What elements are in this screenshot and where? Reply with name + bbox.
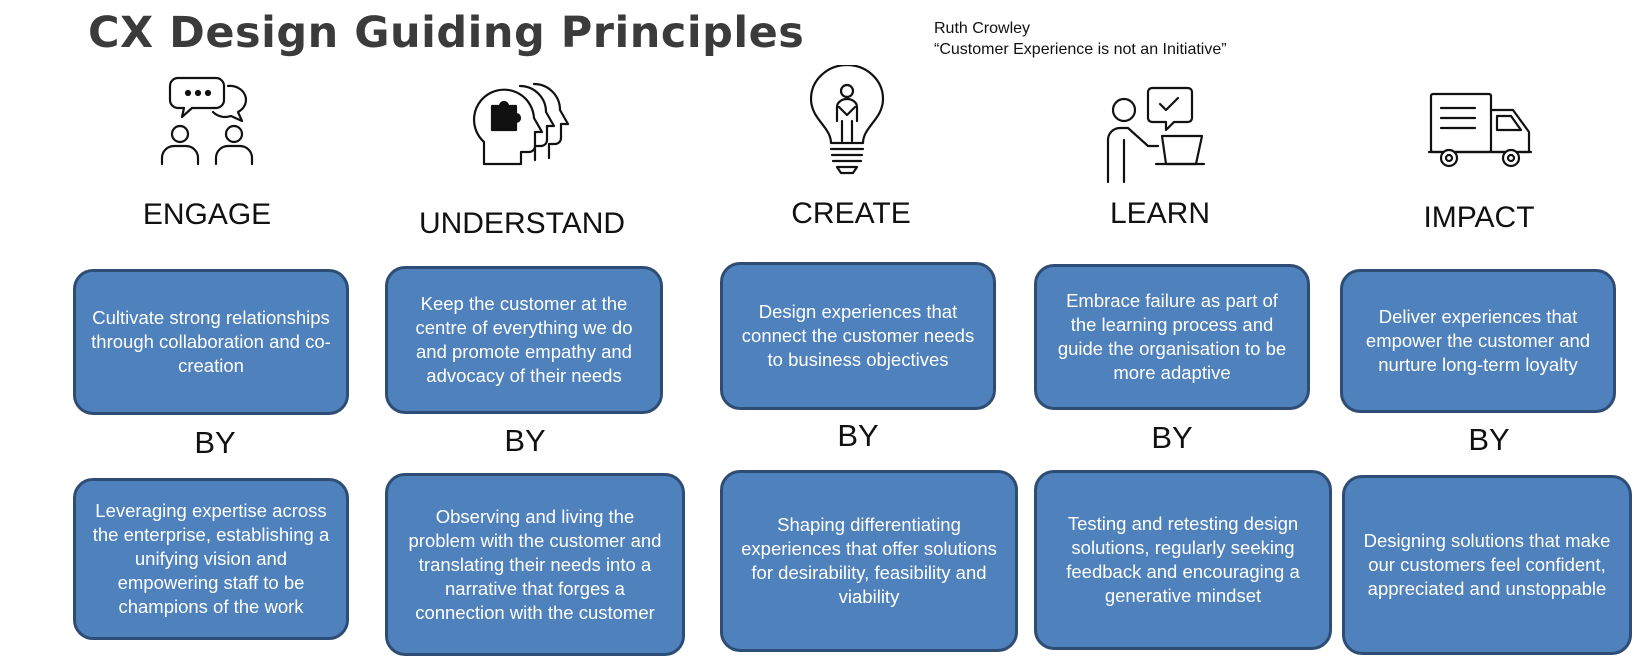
conversation-people-icon: [158, 70, 268, 170]
method-text-understand: Observing and living the problem with th…: [408, 505, 662, 623]
method-text-create: Shaping differentiating experiences that…: [741, 514, 997, 607]
by-label-impact: BY: [1468, 422, 1510, 457]
method-box-understand: Observing and living the problem with th…: [385, 473, 685, 656]
goal-text-learn: Embrace failure as part of the learning …: [1057, 290, 1287, 383]
goal-text-impact: Deliver experiences that empower the cus…: [1365, 306, 1591, 375]
goal-text-create: Design experiences that connect the cust…: [741, 301, 975, 370]
heads-puzzle-icon: [472, 72, 582, 172]
attribution-author: Ruth Crowley: [934, 20, 1031, 37]
goal-text-understand: Keep the customer at the centre of every…: [415, 293, 633, 386]
method-box-create: Shaping differentiating experiences that…: [720, 470, 1018, 652]
person-laptop-check-icon: [1100, 82, 1210, 187]
method-box-impact: Designing solutions that make our custom…: [1342, 475, 1632, 655]
method-text-learn: Testing and retesting design solutions, …: [1066, 513, 1300, 606]
goal-box-learn: Embrace failure as part of the learning …: [1034, 264, 1310, 410]
lightbulb-person-icon: [797, 65, 897, 177]
delivery-truck-icon: [1425, 88, 1535, 173]
goal-box-understand: Keep the customer at the centre of every…: [385, 266, 663, 414]
by-label-learn: BY: [1151, 420, 1193, 455]
goal-box-engage: Cultivate strong relationships through c…: [73, 269, 349, 415]
method-text-engage: Leveraging expertise across the enterpri…: [92, 500, 330, 617]
attribution-quote: “Customer Experience is not an Initiativ…: [934, 41, 1227, 58]
by-label-create: BY: [837, 418, 879, 453]
attribution: Ruth Crowley “Customer Experience is not…: [934, 18, 1227, 60]
method-text-impact: Designing solutions that make our custom…: [1363, 530, 1611, 599]
page-title: CX Design Guiding Principles: [88, 8, 805, 58]
heading-learn: LEARN: [1109, 197, 1211, 230]
heading-create: CREATE: [791, 197, 911, 230]
method-box-learn: Testing and retesting design solutions, …: [1034, 470, 1332, 650]
heading-impact: IMPACT: [1423, 201, 1535, 234]
goal-box-impact: Deliver experiences that empower the cus…: [1340, 269, 1616, 413]
heading-engage: ENGAGE: [142, 198, 272, 231]
goal-box-create: Design experiences that connect the cust…: [720, 262, 996, 410]
goal-text-engage: Cultivate strong relationships through c…: [91, 307, 331, 376]
by-label-understand: BY: [504, 423, 546, 458]
method-box-engage: Leveraging expertise across the enterpri…: [73, 478, 349, 640]
by-label-engage: BY: [194, 425, 236, 460]
heading-understand: UNDERSTAND: [418, 207, 626, 240]
